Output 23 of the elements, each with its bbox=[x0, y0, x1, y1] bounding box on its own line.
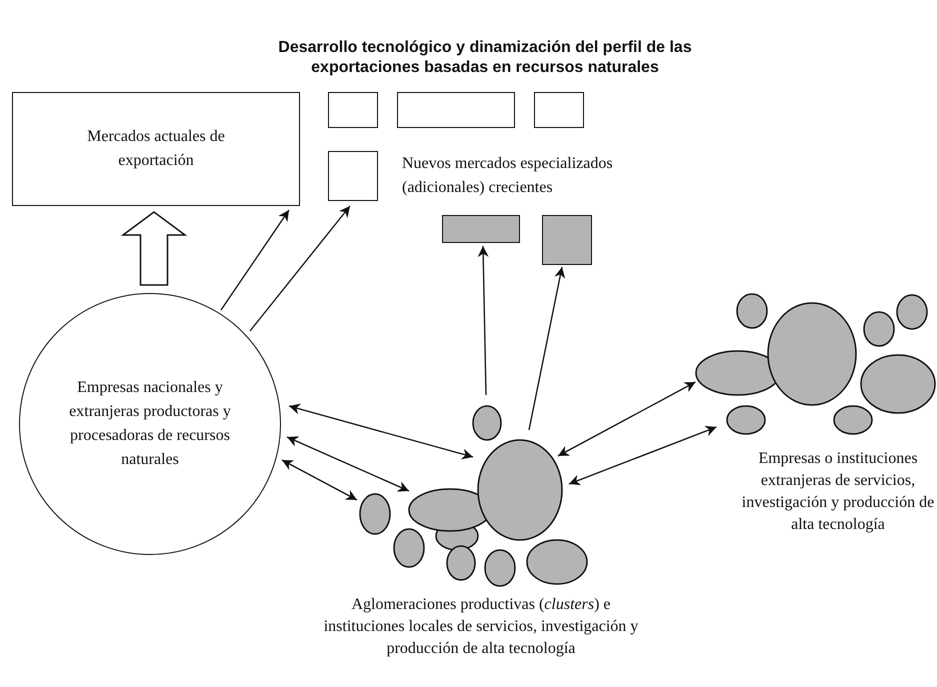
market-box bbox=[12, 92, 300, 206]
node-label: Empresas nacionales y extranjeras productoras y procesadoras de recursos naturales bbox=[68, 378, 232, 470]
arrow bbox=[528, 266, 566, 430]
arrow bbox=[286, 436, 410, 492]
arrow bbox=[288, 404, 474, 460]
arrow bbox=[250, 206, 350, 332]
arrow bbox=[478, 246, 489, 396]
new-market-box bbox=[442, 215, 520, 243]
new-market-box bbox=[542, 215, 592, 265]
market-box bbox=[397, 92, 515, 128]
cluster-caption: Empresas o instituciones extranjeras de servicios, investigación y producción de alta tecnología bbox=[740, 449, 936, 535]
market-box bbox=[328, 151, 378, 201]
block-arrow bbox=[120, 211, 188, 286]
arrow bbox=[282, 459, 358, 501]
diagram-title: Desarrollo tecnológico y dinamización del perfil de las exportaciones basadas en recursos naturales bbox=[277, 38, 693, 78]
node-label: Mercados actuales de exportación bbox=[86, 127, 226, 171]
group-label: Nuevos mercados especializados (adicionales) crecientes bbox=[402, 154, 614, 198]
market-box bbox=[328, 92, 378, 128]
arrow bbox=[558, 381, 696, 457]
cluster-caption: Aglomeraciones productivas (clusters) e instituciones locales de servicios, investigación y producción de alta tecnología bbox=[322, 595, 640, 659]
arrow bbox=[568, 426, 717, 486]
market-box bbox=[534, 92, 584, 128]
arrow bbox=[220, 210, 290, 310]
